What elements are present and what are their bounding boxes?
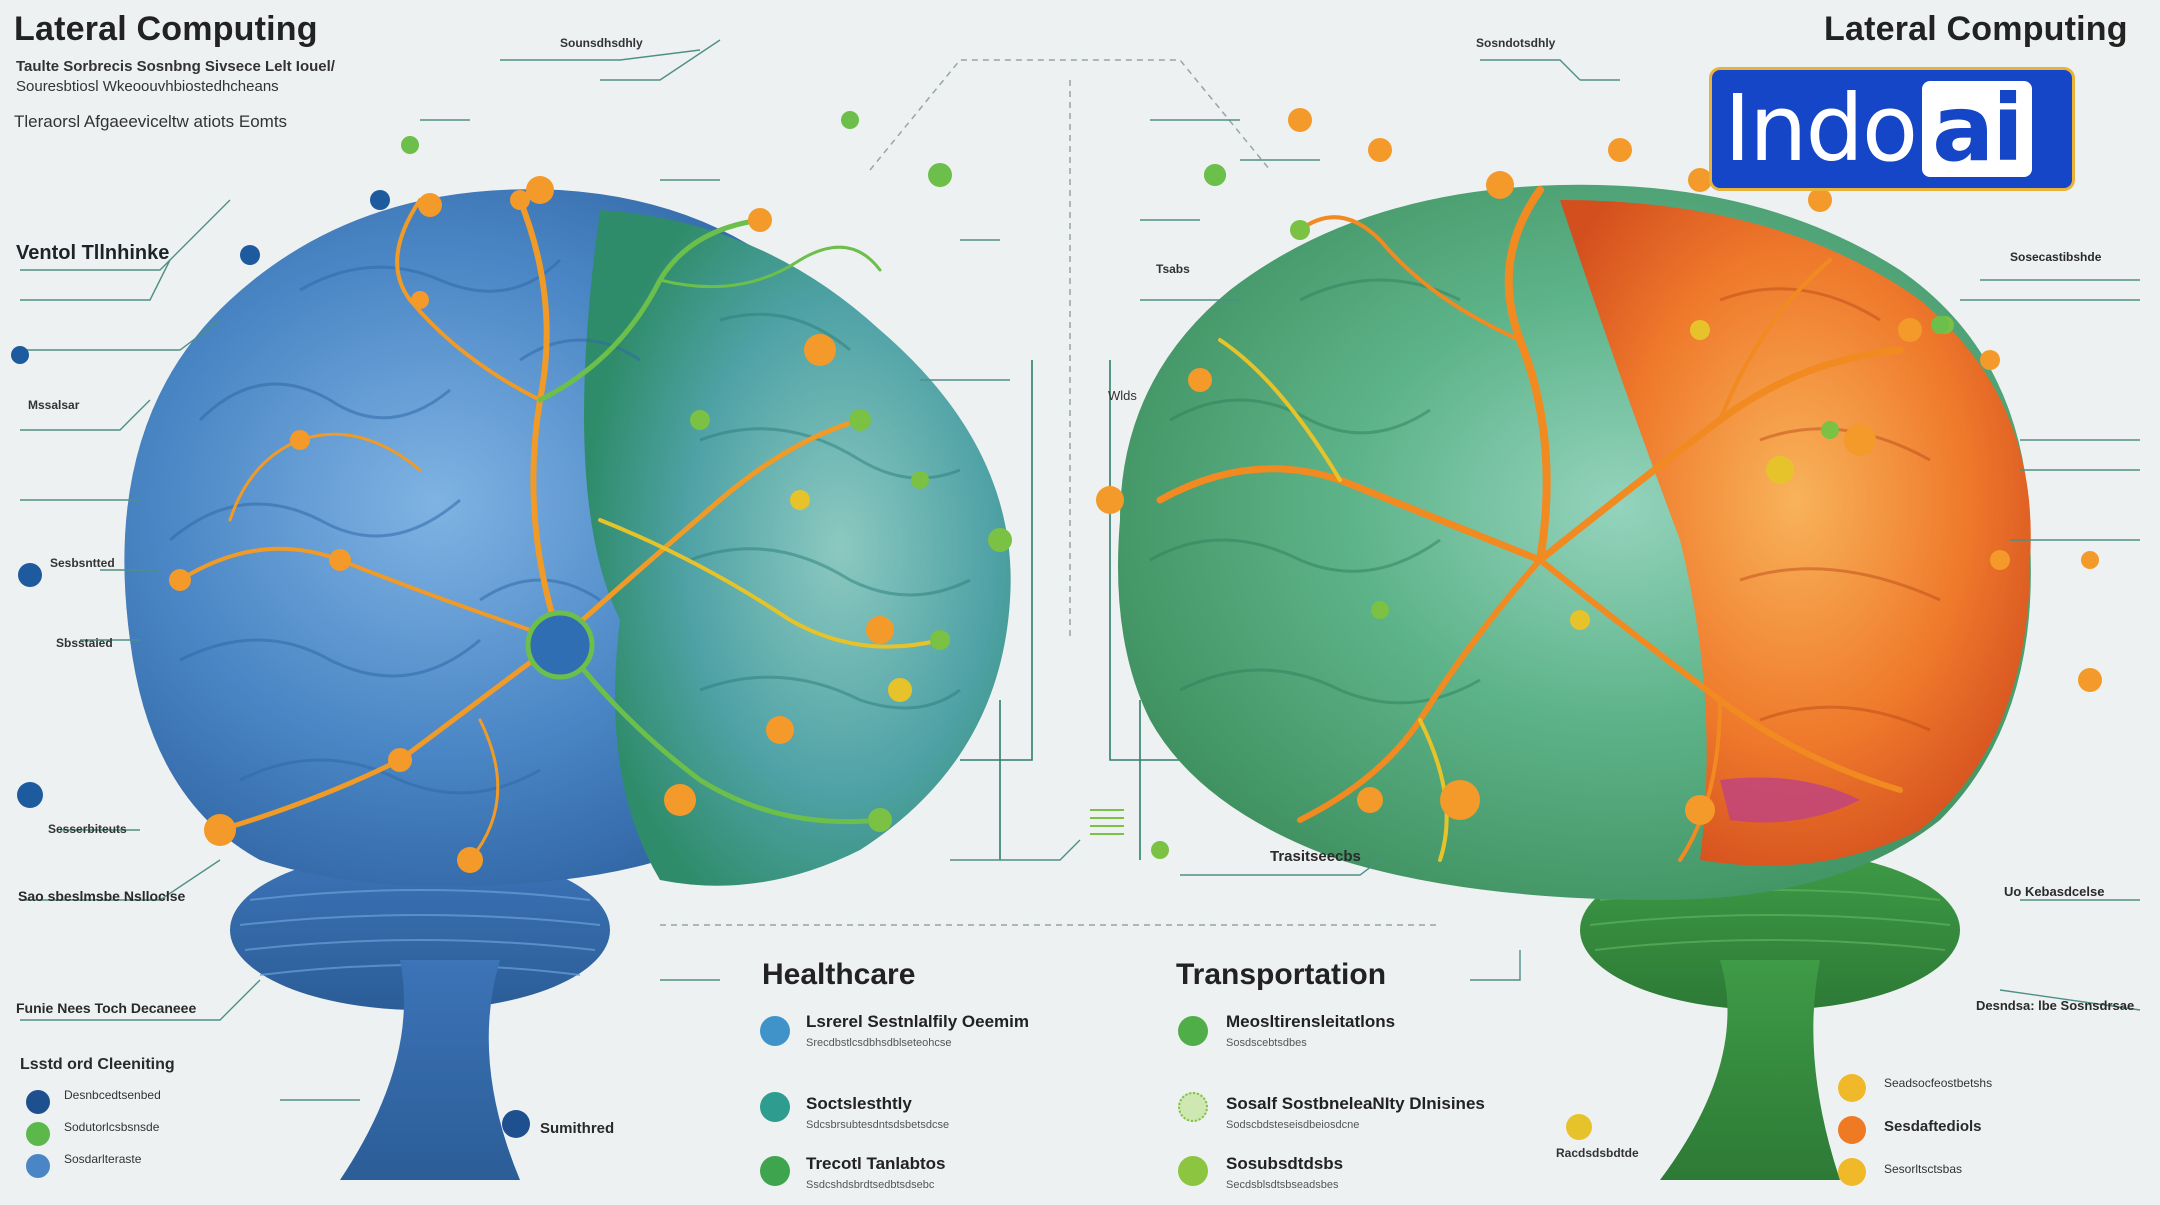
- left-bottom-label-1: Sao sbeslmsbe Nslloclse: [18, 888, 186, 904]
- left-legend-item-2: Sodutorlcsbsnsde: [64, 1120, 160, 1134]
- transportation-item-2-desc: Sodscbdsteseisdbeiosdcne: [1226, 1119, 1360, 1131]
- logo-text: Indo: [1724, 75, 1918, 182]
- right-bottom-dot: [1566, 1114, 1592, 1140]
- right-legend-item-3: Sesorltsctsbas: [1884, 1162, 1963, 1176]
- healthcare-item-2-desc: Sdcsbrsubtesdntsdsbetsdcse: [806, 1119, 950, 1131]
- left-legend-title: Lsstd ord Cleeniting: [20, 1056, 175, 1073]
- right-label-6: Tsabs: [1156, 262, 1190, 276]
- indoai-logo: Indo ai: [1712, 70, 2072, 188]
- logo-ai-badge: ai: [1922, 80, 2032, 178]
- right-top-label: Sosndotsdhly: [1476, 36, 1556, 50]
- right-legend-item-2: Sesdaftediols: [1884, 1118, 1982, 1135]
- right-legend-item-1: Seadsocfeostbetshs: [1884, 1076, 1993, 1090]
- healthcare-item-1-title: Lsrerel Sestnlalfily Oeemim: [806, 1012, 1029, 1031]
- left-brain: [124, 176, 1012, 1180]
- left-title: Lateral Computing: [14, 10, 318, 48]
- left-subtitle-1: Taulte Sorbrecis Sosnbng Sivsece Lelt Io…: [16, 58, 335, 75]
- transportation-item-2-dot: [1178, 1092, 1208, 1122]
- transportation-item-1-desc: Sosdscebtsdbes: [1226, 1037, 1307, 1049]
- healthcare-item-1-desc: Srecdbstlcsdbhsdblseteohcse: [806, 1037, 952, 1049]
- left-subtitle-2: Souresbtiosl Wkeoouvhbiostedhcheans: [16, 78, 279, 95]
- left-side-label-3: Sbsstaied: [56, 636, 113, 650]
- left-legend-item-1: Desnbcedtsenbed: [64, 1088, 161, 1102]
- left-subtitle-3: Tleraorsl Afgaeeviceltw atiots Eomts: [14, 112, 288, 131]
- vertical-thinking-label: Ventol Tllnhinke: [16, 242, 170, 264]
- right-label-4: Desndsa: lbe Sosnsdrsae: [1976, 998, 2135, 1013]
- transportation-item-3-desc: Secdsblsdtsbseadsbes: [1226, 1179, 1339, 1191]
- healthcare-item-1-dot: [760, 1016, 790, 1046]
- left-bottom-label-2: Funie Nees Toch Decaneee: [16, 1000, 197, 1016]
- transportation-item-3-dot: [1178, 1156, 1208, 1186]
- right-legend-dot-2: [1838, 1116, 1866, 1144]
- right-title: Lateral Computing: [1824, 10, 2128, 48]
- transportation-item-1-dot: [1178, 1016, 1208, 1046]
- left-side-label-2: Sesbsntted: [50, 556, 115, 570]
- right-label-1: Trasitseecbs: [1270, 848, 1361, 865]
- healthcare-heading: Healthcare: [762, 958, 916, 991]
- healthcare-item-2-title: Soctslesthtly: [806, 1094, 912, 1113]
- stub-label: Sumithred: [540, 1120, 615, 1137]
- right-legend-dot-3: [1838, 1158, 1866, 1186]
- transportation-item-3-title: Sosubsdtdsbs: [1226, 1154, 1344, 1173]
- right-bottom-label: Racdsdsbdtde: [1556, 1146, 1639, 1160]
- healthcare-item-3-desc: Ssdcshdsbrdtsedbtsdsebc: [806, 1179, 935, 1191]
- right-legend-dot-1: [1838, 1074, 1866, 1102]
- right-label-5: Wlds: [1108, 388, 1137, 403]
- transportation-item-2-title: Sosalf SostbneleaNIty Dlnisines: [1226, 1094, 1485, 1113]
- right-label-2: Uo Kebasdcelse: [2004, 884, 2105, 899]
- healthcare-item-3-dot: [760, 1156, 790, 1186]
- legend-dot-lightblue: [26, 1154, 50, 1178]
- right-label-3: Sosecastibshde: [2010, 250, 2102, 264]
- transportation-heading: Transportation: [1176, 958, 1387, 991]
- left-side-label-4: Sesserbiteuts: [48, 822, 127, 836]
- legend-dot-green: [26, 1122, 50, 1146]
- left-legend-item-3: Sosdarlteraste: [64, 1152, 142, 1166]
- legend-dot-blue: [26, 1090, 50, 1114]
- left-side-label-1: Mssalsar: [28, 398, 80, 412]
- transportation-item-1-title: Meosltirensleitatlons: [1226, 1012, 1396, 1031]
- left-top-label: Sounsdhsdhly: [560, 36, 643, 50]
- healthcare-item-2-dot: [760, 1092, 790, 1122]
- stub-dot: [502, 1110, 530, 1138]
- healthcare-item-3-title: Trecotl Tanlabtos: [806, 1154, 946, 1173]
